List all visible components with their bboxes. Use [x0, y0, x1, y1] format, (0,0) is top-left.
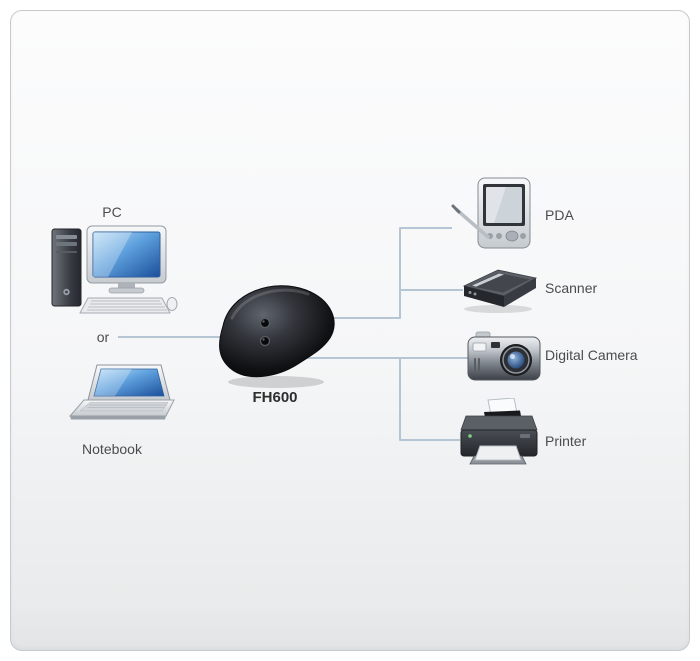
printer-label: Printer — [545, 433, 587, 449]
desktop-pc-icon — [51, 225, 178, 314]
printer-node — [458, 397, 540, 470]
notebook-label: Notebook — [82, 441, 142, 457]
pda-icon — [451, 177, 531, 249]
connector-device-to-printer — [399, 358, 460, 441]
digital-camera-label: Digital Camera — [545, 347, 638, 363]
connector-device-to-pda — [310, 227, 452, 319]
scanner-icon — [462, 269, 538, 313]
connector-group — [118, 227, 468, 441]
pc-label: PC — [102, 204, 122, 220]
background-panel — [10, 10, 690, 651]
digital-camera-node — [466, 330, 542, 382]
scanner-node — [460, 260, 540, 314]
fh600-device-icon — [219, 285, 335, 388]
scanner-label: Scanner — [545, 280, 598, 296]
notebook-node — [68, 362, 180, 434]
pda-label: PDA — [545, 207, 574, 223]
printer-icon — [460, 397, 538, 465]
digital-camera-icon — [467, 331, 541, 381]
pda-node — [450, 176, 536, 250]
desktop-pc-node — [46, 224, 178, 320]
fh600-device-node — [210, 276, 340, 391]
or-label: or — [96, 329, 110, 345]
notebook-icon — [68, 364, 175, 420]
device-label: FH600 — [252, 389, 298, 406]
